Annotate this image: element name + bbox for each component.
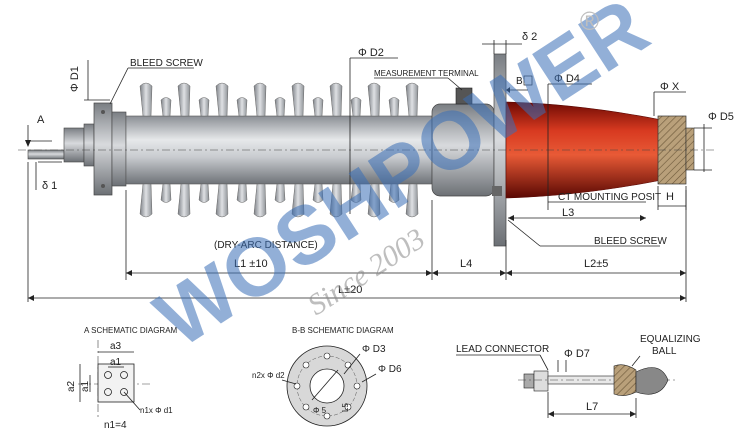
bb-schematic-diagram: B-B SCHEMATIC DIAGRAM Φ D3 Φ D6 n2x Φ d2… [252,326,402,427]
dim-h: H [666,191,674,203]
label-equalizing-2: BALL [652,346,677,357]
label-holes-bb: n2x Φ d2 [252,371,285,380]
dim-a1-side: a1 [80,380,91,392]
a-schematic-diagram: A SCHEMATIC DIAGRAM a3 a1 a2 a1 n1x Φ d1… [66,326,178,431]
dim-a3: a3 [110,341,122,352]
dim-phi-d6: Φ D6 [378,364,402,375]
registered-mark: ® [580,6,599,36]
label-ct-mounting: CT MOUNTING POSIT [558,192,661,203]
label-holes-a: n1x Φ d1 [140,406,173,415]
dim-phi-d2: Φ D2 [358,47,384,59]
dim-phi-d1: Φ D1 [69,66,81,92]
label-equalizing-1: EQUALIZING [640,334,701,345]
bb-schematic-title: B-B SCHEMATIC DIAGRAM [292,326,394,335]
label-lead-connector: LEAD CONNECTOR [456,344,549,355]
dim-l3: L3 [562,207,574,219]
dim-phi-5: Φ 5 [313,406,327,415]
dim-phi-d4: Φ D4 [554,73,580,85]
dim-l5: L5 [341,403,350,412]
dim-phi-d7: Φ D7 [564,348,590,360]
equalizing-ball [613,364,637,396]
dim-a: A [37,114,45,126]
left-flange [93,102,113,196]
dim-l7: L7 [586,401,598,413]
dim-a2: a2 [66,380,77,392]
dim-phi-x: Φ X [660,81,680,93]
terminal-pad [97,363,135,403]
insulator-sheds [139,82,419,218]
dim-delta2: δ 2 [522,31,537,43]
main-dimensions: Φ D1 A δ 1 BLEED SCREW Φ D2 MEASUREMENT … [25,31,734,302]
dim-delta1: δ 1 [42,180,57,192]
dim-b: B [516,76,523,87]
label-bleed-screw-bottom: BLEED SCREW [594,236,667,247]
measurement-terminal-knob [455,87,473,105]
dim-l4: L4 [460,258,472,270]
dim-phi-d3: Φ D3 [362,344,386,355]
a-schematic-title: A SCHEMATIC DIAGRAM [84,326,178,335]
dim-phi-d5: Φ D5 [708,111,734,123]
label-dry-arc: (DRY-ARC DISTANCE) [214,240,318,251]
dim-a1-top: a1 [110,357,122,368]
label-n1: n1=4 [104,420,127,431]
label-bleed-screw-top: BLEED SCREW [130,58,203,69]
label-measurement-terminal: MEASUREMENT TERMINAL [374,69,479,78]
bushing-main-view [18,53,716,247]
lower-terminal [27,123,95,167]
dim-l-total: L±20 [338,284,362,296]
dim-l2: L2±5 [584,258,608,270]
flange-inner [309,368,345,404]
dim-l1: L1 ±10 [234,258,268,270]
lead-connector-detail: LEAD CONNECTOR EQUALIZING BALL Φ D7 L7 [456,334,701,418]
